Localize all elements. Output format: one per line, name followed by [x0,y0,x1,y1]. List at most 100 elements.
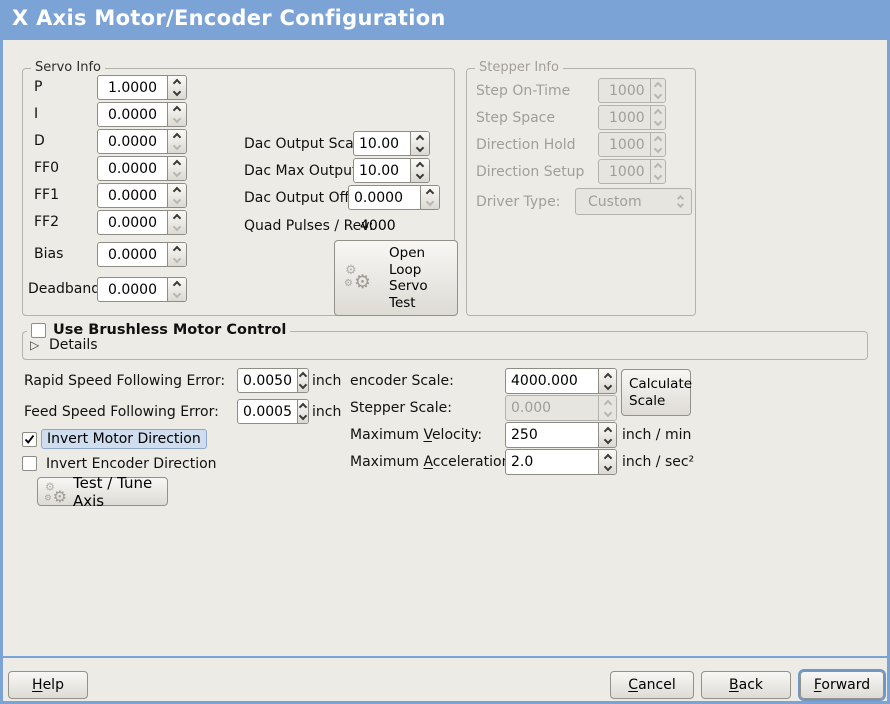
spin-up-icon[interactable] [298,369,308,381]
spin-down-icon[interactable] [298,380,308,393]
help-button[interactable]: Help [8,671,88,699]
spin-down-icon[interactable] [599,381,616,393]
expander-arrow-icon[interactable]: ▷ [30,338,40,352]
invert-motor-checkbox[interactable] [22,432,37,447]
p-spinbox[interactable]: 1.0000 [97,75,187,100]
max-acceleration-value[interactable]: 2.0 [511,454,534,470]
spin-buttons[interactable] [297,369,308,392]
invert-encoder-label[interactable]: Invert Encoder Direction [46,456,217,472]
ff1-spinbox[interactable]: 0.0000 [97,183,187,208]
ff0-spinbox[interactable]: 0.0000 [97,156,187,181]
spin-buttons[interactable] [598,369,616,393]
spin-up-icon[interactable] [168,243,186,255]
spin-up-icon[interactable] [411,132,429,144]
encoder-scale-value[interactable]: 4000.000 [511,373,578,389]
max-velocity-value[interactable]: 250 [511,427,538,443]
spin-up-icon[interactable] [168,211,186,223]
deadband-spinbox[interactable]: 0.0000 [97,277,187,302]
spin-down-icon[interactable] [298,411,308,424]
spin-down-icon[interactable] [168,87,186,100]
spin-down-icon[interactable] [168,114,186,127]
forward-button[interactable]: Forward [798,669,886,701]
p-value[interactable]: 1.0000 [108,79,157,96]
rapid-following-error-spinbox[interactable]: 0.0050 [237,368,309,393]
open-loop-servo-test-button[interactable]: ⚙⚙⚙ Open Loop Servo Test [334,240,458,316]
dac-max-output-spinbox[interactable]: 10.00 [353,158,430,183]
window-border-bottom [0,701,890,704]
spin-down-icon[interactable] [168,289,186,302]
spin-up-icon[interactable] [298,400,308,412]
spin-up-icon[interactable] [411,159,429,171]
test-tune-axis-button[interactable]: ⚙⚙⚙ Test / Tune Axis [37,474,168,510]
spin-down-icon[interactable] [411,143,429,156]
spin-buttons[interactable] [167,184,186,207]
spin-buttons[interactable] [167,211,186,234]
spin-down-icon[interactable] [168,195,186,208]
dac-output-scale-spinbox[interactable]: 10.00 [353,131,430,156]
feed-following-error-spinbox[interactable]: 0.0005 [237,399,309,424]
spin-buttons[interactable] [167,76,186,99]
titlebar: X Axis Motor/Encoder Configuration [0,0,890,40]
encoder-scale-spinbox[interactable]: 4000.000 [505,368,617,394]
invert-encoder-checkbox[interactable] [22,456,37,471]
spin-up-icon[interactable] [168,130,186,142]
spin-up-icon[interactable] [599,423,616,435]
spin-buttons[interactable] [297,400,308,423]
spin-buttons[interactable] [167,157,186,180]
bias-value[interactable]: 0.0000 [108,246,157,263]
dac-max-output-value[interactable]: 10.00 [359,162,400,179]
i-spinbox[interactable]: 0.0000 [97,102,187,127]
spin-buttons[interactable] [167,103,186,126]
calculate-scale-button-label: Calculate Scale [629,375,693,409]
i-value[interactable]: 0.0000 [108,106,157,123]
spin-down-icon[interactable] [599,435,616,447]
max-acceleration-spinbox[interactable]: 2.0 [505,449,617,475]
ff0-value[interactable]: 0.0000 [108,160,157,177]
spin-up-icon[interactable] [168,103,186,115]
ff2-spinbox[interactable]: 0.0000 [97,210,187,235]
deadband-value[interactable]: 0.0000 [108,281,157,298]
invert-motor-label[interactable]: Invert Motor Direction [41,429,207,449]
spin-up-icon[interactable] [168,278,186,290]
calculate-scale-button[interactable]: Calculate Scale [621,369,693,416]
spin-buttons[interactable] [167,130,186,153]
spin-up-icon[interactable] [421,186,439,198]
spin-down-icon[interactable] [599,462,616,474]
d-spinbox[interactable]: 0.0000 [97,129,187,154]
bias-spinbox[interactable]: 0.0000 [97,242,187,267]
ff2-value[interactable]: 0.0000 [108,214,157,231]
spin-buttons[interactable] [598,423,616,447]
spin-buttons[interactable] [410,132,429,155]
cancel-button[interactable]: Cancel [610,671,694,699]
spin-down-icon[interactable] [168,141,186,154]
back-button[interactable]: Back [701,671,791,699]
spin-up-icon[interactable] [168,157,186,169]
spin-up-icon[interactable] [599,369,616,381]
details-expander-label[interactable]: Details [49,337,98,353]
spin-up-icon[interactable] [168,184,186,196]
spin-up-icon[interactable] [168,76,186,88]
spin-up-icon[interactable] [599,450,616,462]
max-velocity-spinbox[interactable]: 250 [505,422,617,448]
window-border-left [0,40,3,704]
spin-buttons[interactable] [410,159,429,182]
spin-down-icon[interactable] [411,170,429,183]
spin-down-icon[interactable] [421,197,439,210]
brushless-checkbox[interactable] [31,322,46,338]
spin-buttons[interactable] [167,243,186,266]
spin-buttons[interactable] [420,186,439,209]
d-value[interactable]: 0.0000 [108,133,157,150]
dac-output-offset-value[interactable]: 0.0000 [354,189,403,206]
spin-down-icon[interactable] [168,254,186,267]
ff1-value[interactable]: 0.0000 [108,187,157,204]
spin-down-icon[interactable] [168,222,186,235]
dac-output-offset-spinbox[interactable]: 0.0000 [348,185,440,210]
dac-output-scale-value[interactable]: 10.00 [359,135,400,152]
rapid-following-error-value[interactable]: 0.0050 [243,372,292,389]
spin-down-icon[interactable] [168,168,186,181]
spin-buttons [649,79,665,102]
spin-buttons[interactable] [167,278,186,301]
spin-buttons[interactable] [598,450,616,474]
step-space-label: Step Space [476,110,555,126]
feed-following-error-value[interactable]: 0.0005 [243,403,292,420]
